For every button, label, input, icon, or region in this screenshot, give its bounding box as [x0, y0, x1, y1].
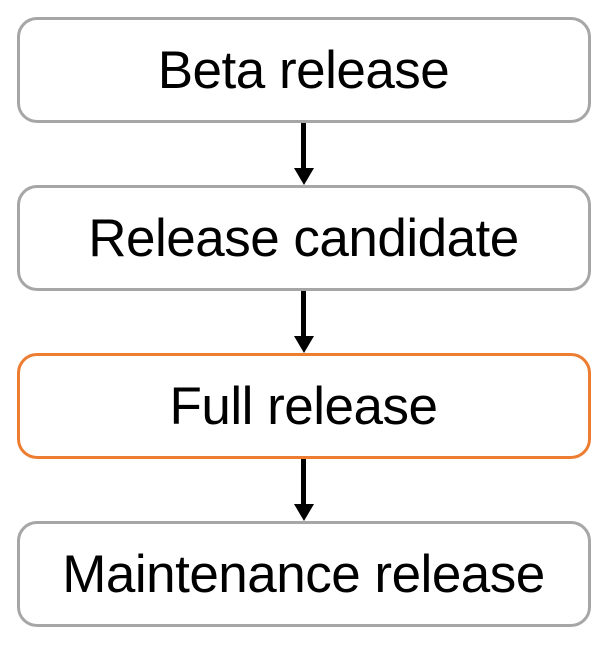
node-maintenance-release: Maintenance release: [16, 521, 591, 627]
node-label-release-candidate: Release candidate: [88, 208, 519, 268]
arrow-shaft: [301, 459, 306, 504]
arrow-down-icon: [293, 504, 314, 521]
arrow-shaft: [301, 123, 306, 168]
node-label-maintenance-release: Maintenance release: [62, 544, 545, 604]
node-label-full-release: Full release: [169, 376, 438, 436]
node-label-beta-release: Beta release: [157, 40, 450, 100]
arrow-shaft: [301, 291, 306, 336]
arrow-down-icon: [293, 168, 314, 185]
node-beta-release: Beta release: [16, 17, 591, 123]
node-full-release: Full release: [16, 353, 591, 459]
connector-candidate-to-full: [293, 291, 314, 353]
connector-full-to-maintenance: [293, 459, 314, 521]
node-release-candidate: Release candidate: [16, 185, 591, 291]
connector-beta-to-candidate: [293, 123, 314, 185]
arrow-down-icon: [293, 336, 314, 353]
